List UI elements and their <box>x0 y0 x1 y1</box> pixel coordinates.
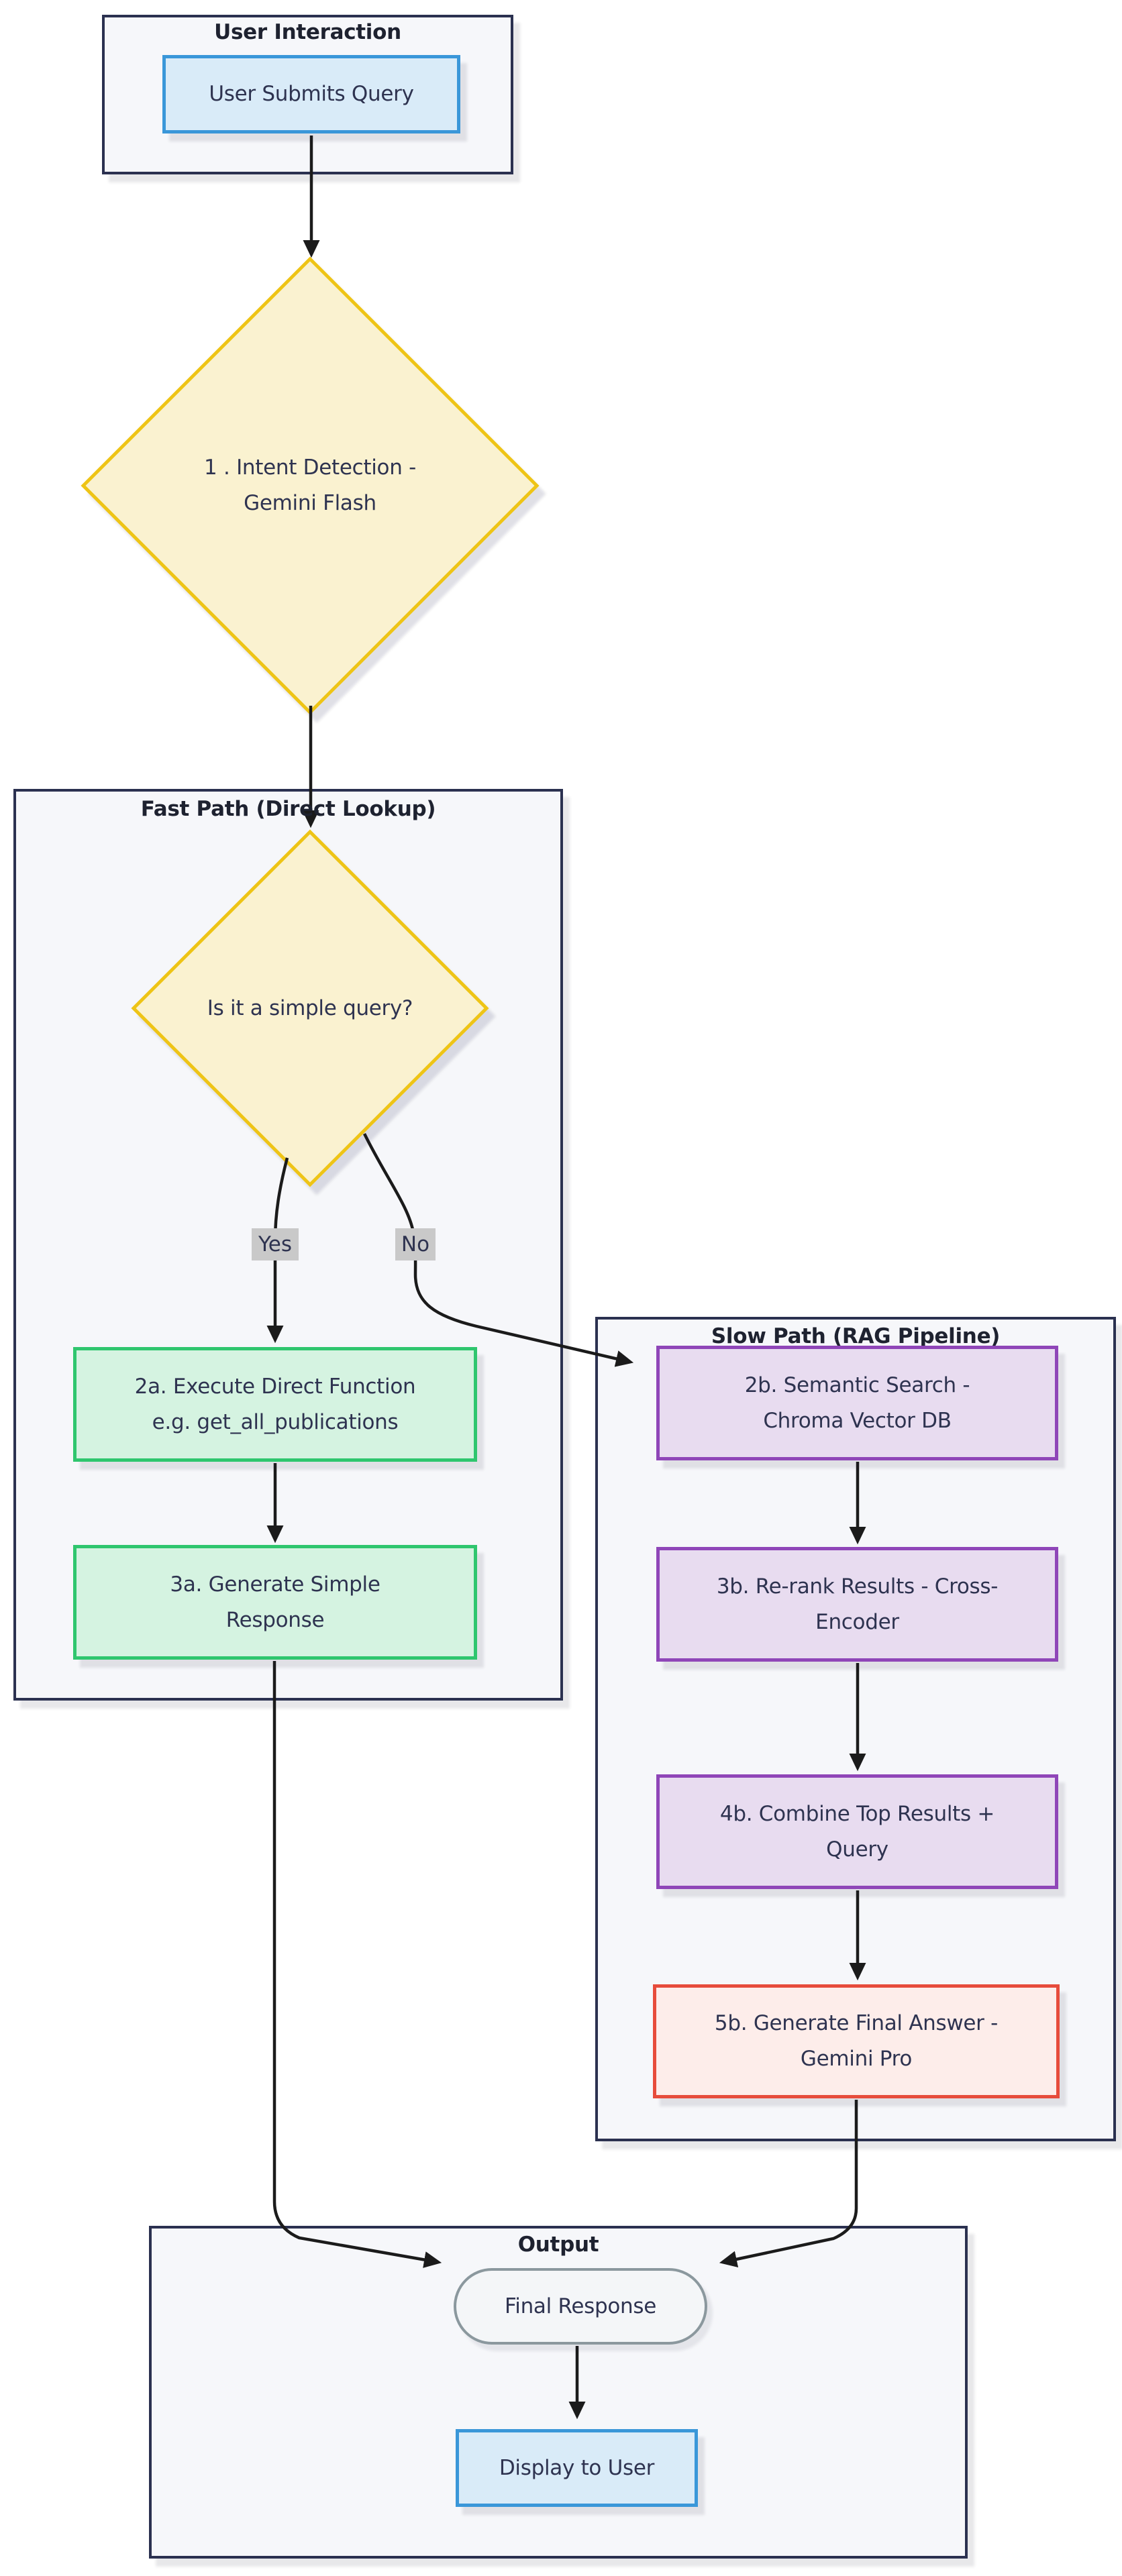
node-simple-query-label: Is it a simple query? <box>142 991 478 1026</box>
node-label-line: 3a. Generate Simple <box>170 1572 380 1597</box>
node-label: Is it a simple query? <box>207 996 413 1020</box>
node-label-line: 4b. Combine Top Results + <box>719 1801 995 1826</box>
node-semantic-search: 2b. Semantic Search - Chroma Vector DB <box>656 1346 1058 1460</box>
edge-gen-simple-to-final-response <box>272 1661 442 2268</box>
node-display-to-user: Display to User <box>456 2429 698 2507</box>
diamond-simple-query <box>131 829 489 1187</box>
node-label-line: Query <box>826 1837 888 1862</box>
subgraph-title-fast-path: Fast Path (Direct Lookup) <box>140 797 436 821</box>
subgraph-title-slow-path: Slow Path (RAG Pipeline) <box>711 1324 1001 1348</box>
node-final-response: Final Response <box>454 2268 707 2345</box>
node-label-line: Gemini Pro <box>800 2047 913 2071</box>
node-label-line: Encoder <box>815 1609 899 1634</box>
node-execute-direct-function: 2a. Execute Direct Function e.g. get_all… <box>73 1347 477 1462</box>
subgraph-title-user-interaction: User Interaction <box>214 20 401 44</box>
node-intent-detection-label: 1 . Intent Detection - Gemini Flash <box>142 450 478 521</box>
edge-label-no: No <box>395 1228 436 1260</box>
node-label: Display to User <box>499 2455 655 2480</box>
node-label-line: 5b. Generate Final Answer - <box>714 2011 999 2035</box>
node-generate-simple-response: 3a. Generate Simple Response <box>73 1545 477 1660</box>
node-rerank-results: 3b. Re-rank Results - Cross- Encoder <box>656 1547 1058 1662</box>
edge-label-yes: Yes <box>252 1228 299 1260</box>
node-label-line: Chroma Vector DB <box>763 1408 952 1433</box>
node-user-submits-query: User Submits Query <box>162 55 460 133</box>
node-label: User Submits Query <box>209 82 414 106</box>
node-generate-final-answer: 5b. Generate Final Answer - Gemini Pro <box>653 1984 1060 2098</box>
node-label-line: 2b. Semantic Search - <box>744 1373 970 1397</box>
node-label: Final Response <box>505 2294 656 2318</box>
edge-final-answer-to-final-response <box>719 2100 858 2268</box>
node-label-line: Response <box>225 1607 325 1632</box>
node-label-line: 2a. Execute Direct Function <box>134 1374 416 1399</box>
node-label-line: 1 . Intent Detection - <box>204 455 416 480</box>
node-combine-top-results: 4b. Combine Top Results + Query <box>656 1774 1058 1889</box>
node-label-line: Gemini Flash <box>244 491 376 515</box>
subgraph-title-output: Output <box>517 2233 599 2257</box>
node-label-line: 3b. Re-rank Results - Cross- <box>716 1574 999 1599</box>
node-label-line: e.g. get_all_publications <box>152 1409 399 1434</box>
